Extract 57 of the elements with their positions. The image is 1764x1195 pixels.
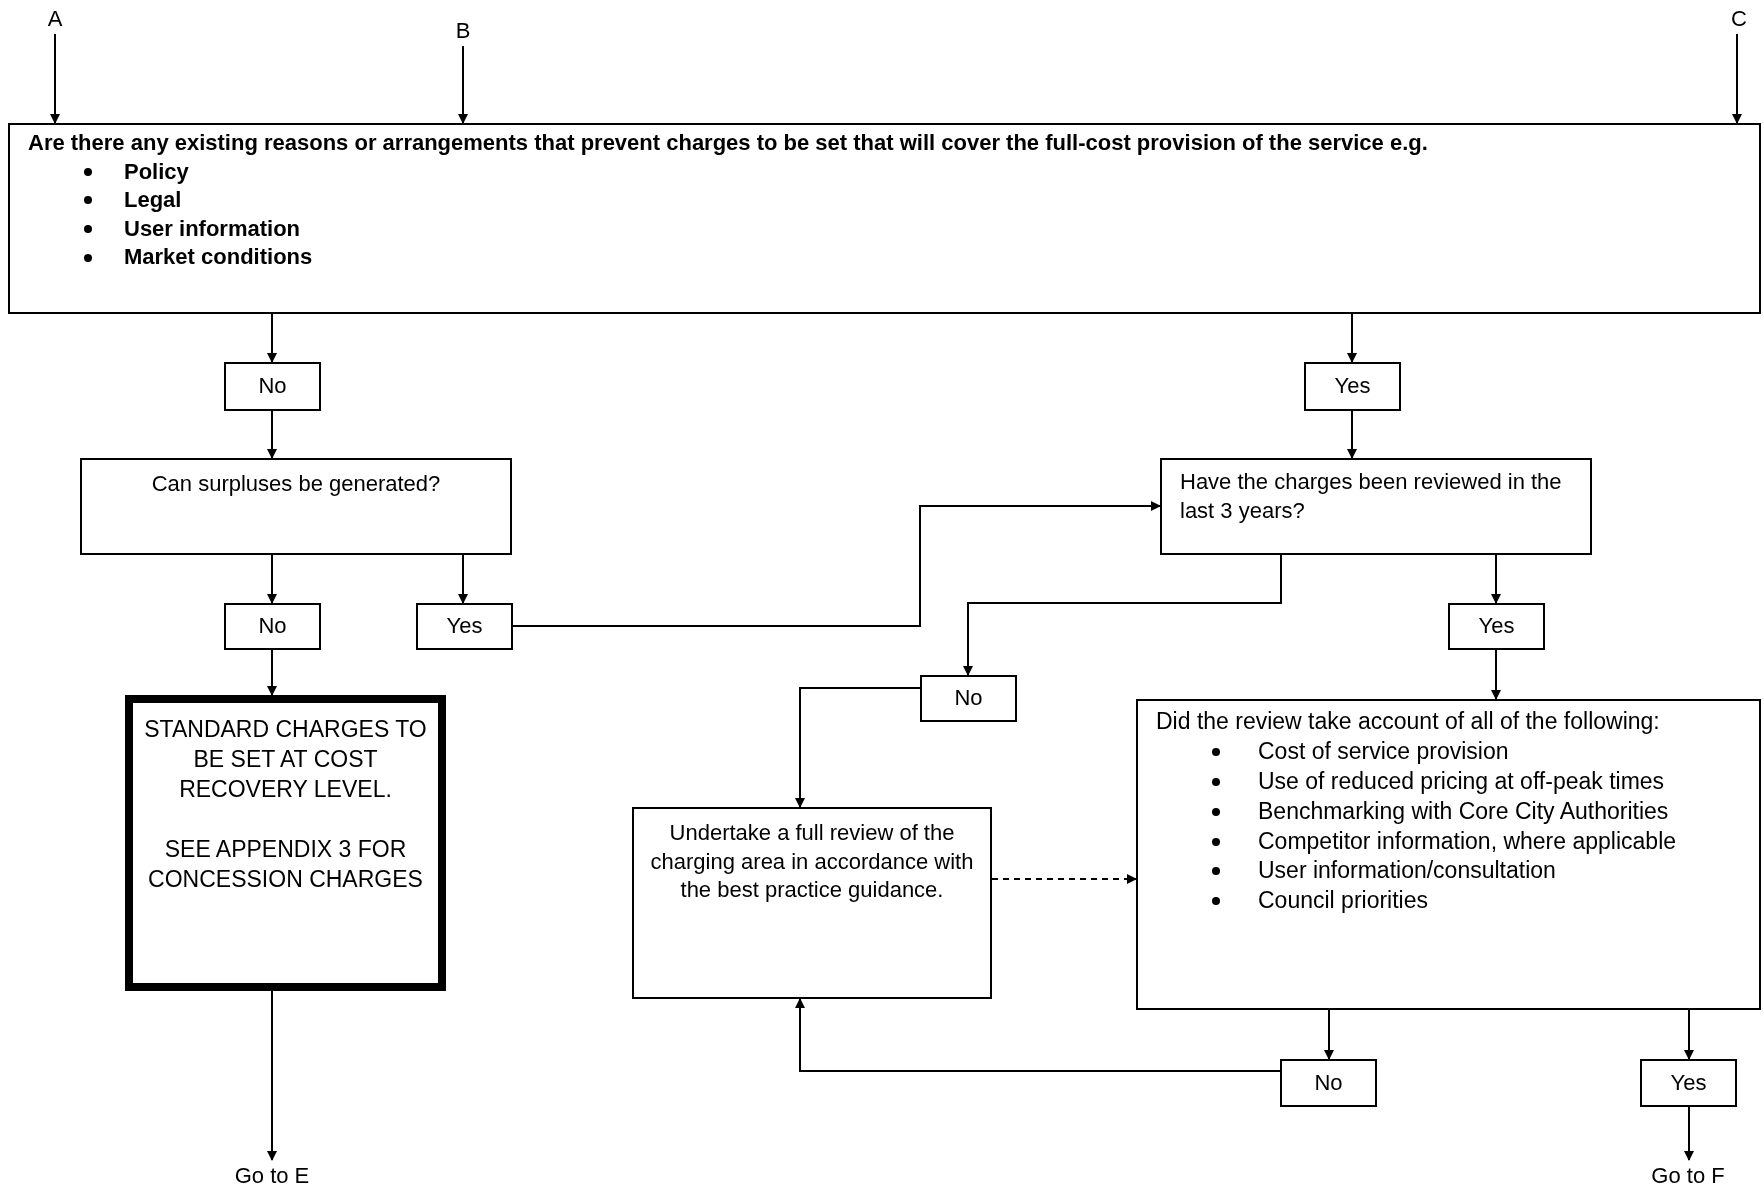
answer-box: No xyxy=(1280,1059,1377,1107)
process-box xyxy=(80,458,512,555)
node-text: Have the charges been reviewed in the last 3 years? xyxy=(1180,468,1563,525)
process-box xyxy=(632,807,992,999)
arrow xyxy=(50,33,60,124)
node-text: Competitor information, where applicable xyxy=(1258,826,1677,856)
node-text: Did the review take account of all of the following: xyxy=(1156,707,1661,736)
question-box xyxy=(8,123,1761,314)
arrow xyxy=(512,501,1161,627)
question-box xyxy=(1136,699,1761,1010)
flow-label: Go to E xyxy=(214,1160,330,1192)
node-text: Council priorities xyxy=(1258,886,1428,916)
question-box xyxy=(1160,458,1592,555)
node-text: Market conditions xyxy=(124,243,313,272)
answer-box: Yes xyxy=(1304,362,1401,411)
flow-label: A xyxy=(40,4,70,34)
answer-box: No xyxy=(224,603,321,650)
node-text: User information xyxy=(124,214,301,243)
arrow xyxy=(963,554,1282,676)
arrow xyxy=(267,313,277,363)
flow-label: C xyxy=(1724,4,1754,34)
node-text: Undertake a full review of the charging area in accordance with the best practice guidance. xyxy=(649,819,975,905)
arrow xyxy=(1324,1009,1334,1060)
flow-label: Go to F xyxy=(1630,1160,1746,1192)
node-text: Cost of service provision xyxy=(1258,736,1509,766)
node-text: Benchmarking with Core City Authorities xyxy=(1258,796,1669,826)
node-text: SEE APPENDIX 3 FOR CONCESSION CHARGES xyxy=(147,834,424,894)
answer-box: Yes xyxy=(1448,603,1545,650)
node-text: Can surpluses be generated? xyxy=(150,470,442,498)
flow-label: B xyxy=(448,16,478,46)
node-text: STANDARD CHARGES TO BE SET AT COST RECOVERY LEVEL. xyxy=(143,715,428,804)
node-text: Are there any existing reasons or arrangements that prevent charges to be set that will cover the full-cost provision of the service e.g. xyxy=(28,129,1429,157)
arrow xyxy=(795,998,1281,1072)
arrow xyxy=(1347,313,1357,363)
arrow xyxy=(795,687,921,808)
arrow xyxy=(991,874,1137,884)
arrow xyxy=(267,554,277,604)
arrow xyxy=(267,410,277,459)
arrow xyxy=(1732,33,1742,124)
node-text: Use of reduced pricing at off-peak times xyxy=(1258,766,1665,796)
arrow xyxy=(1347,410,1357,459)
answer-box: No xyxy=(224,362,321,411)
arrow xyxy=(267,649,277,696)
arrow xyxy=(458,554,468,604)
answer-box: Yes xyxy=(416,603,513,650)
outcome-box xyxy=(125,695,446,991)
node-text: Policy xyxy=(124,157,189,186)
node-text: User information/consultation xyxy=(1258,856,1556,886)
arrow xyxy=(1684,1009,1694,1060)
arrow xyxy=(458,45,468,124)
arrow xyxy=(267,990,277,1161)
answer-box: Yes xyxy=(1640,1059,1737,1107)
node-text: Legal xyxy=(124,186,182,215)
arrow xyxy=(1491,649,1501,700)
arrow xyxy=(1684,1106,1694,1161)
arrow xyxy=(1491,554,1501,604)
answer-box: No xyxy=(920,675,1017,722)
